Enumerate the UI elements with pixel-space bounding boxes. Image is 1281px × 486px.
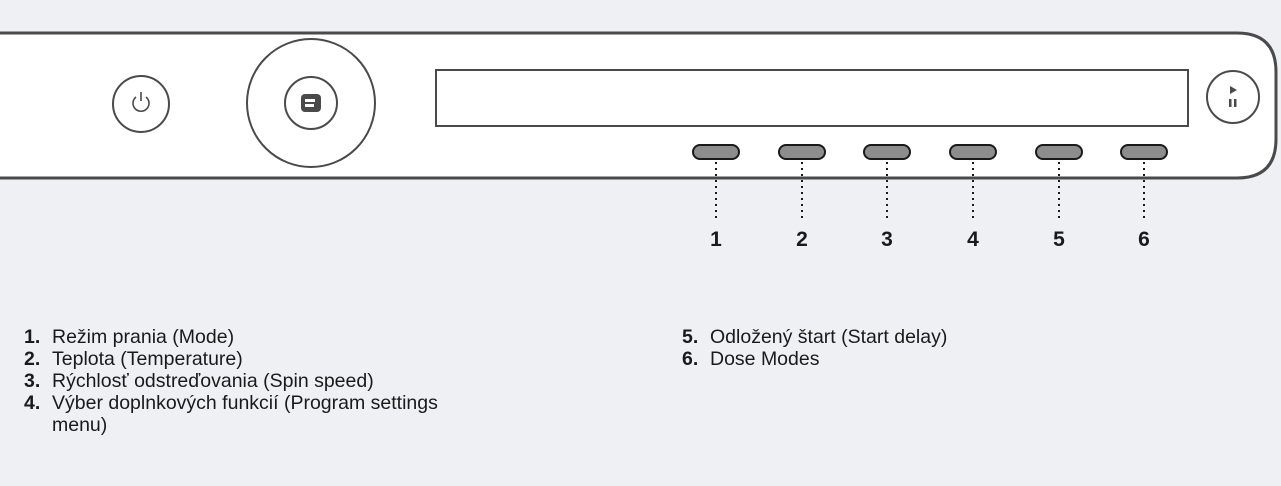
legend-number: 2. xyxy=(24,348,41,370)
callout-number-5: 5 xyxy=(1053,228,1065,251)
callout-number-1: 1 xyxy=(710,228,722,251)
legend-item-1: 1. Režim prania (Mode) xyxy=(24,326,624,348)
play-pause-icon xyxy=(1229,86,1237,107)
program-dial[interactable] xyxy=(246,38,376,168)
legend-item-3: 3. Rýchlosť odstreďovania (Spin speed) xyxy=(24,370,624,392)
function-button-2[interactable] xyxy=(778,144,826,160)
function-button-5[interactable] xyxy=(1035,144,1083,160)
legend-item-4: 4. Výber doplnkových funkcií (Program se… xyxy=(24,392,624,436)
legend-item-5: 5. Odložený štart (Start delay) xyxy=(682,326,1242,348)
power-icon xyxy=(132,92,150,112)
legend-text: Dose Modes xyxy=(710,348,820,370)
legend-text: Teplota (Temperature) xyxy=(52,348,243,370)
legend-right: 5. Odložený štart (Start delay) 6. Dose … xyxy=(682,326,1242,370)
power-button[interactable] xyxy=(112,75,170,133)
function-button-3[interactable] xyxy=(863,144,911,160)
legend-text: Výber doplnkových funkcií (Program setti… xyxy=(52,392,438,436)
legend-item-6: 6. Dose Modes xyxy=(682,348,1242,370)
callout-number-2: 2 xyxy=(796,228,808,251)
legend-number: 5. xyxy=(682,326,699,348)
legend-number: 3. xyxy=(24,370,41,392)
callout-number-4: 4 xyxy=(967,228,979,251)
callout-number-6: 6 xyxy=(1138,228,1150,251)
legend-text: Režim prania (Mode) xyxy=(52,326,235,348)
leader-lines xyxy=(715,162,1145,222)
dial-logo-icon xyxy=(301,94,321,112)
legend-text: Rýchlosť odstreďovania (Spin speed) xyxy=(52,370,374,392)
callout-number-3: 3 xyxy=(881,228,893,251)
display-screen xyxy=(435,69,1189,127)
function-button-4[interactable] xyxy=(949,144,997,160)
legend-number: 6. xyxy=(682,348,699,370)
legend-number: 4. xyxy=(24,392,41,414)
legend-number: 1. xyxy=(24,326,41,348)
legend-item-2: 2. Teplota (Temperature) xyxy=(24,348,624,370)
start-pause-button[interactable] xyxy=(1206,70,1260,124)
function-button-6[interactable] xyxy=(1120,144,1168,160)
legend-left: 1. Režim prania (Mode) 2. Teplota (Tempe… xyxy=(24,326,624,436)
function-button-1[interactable] xyxy=(692,144,740,160)
legend-text: Odložený štart (Start delay) xyxy=(710,326,948,348)
